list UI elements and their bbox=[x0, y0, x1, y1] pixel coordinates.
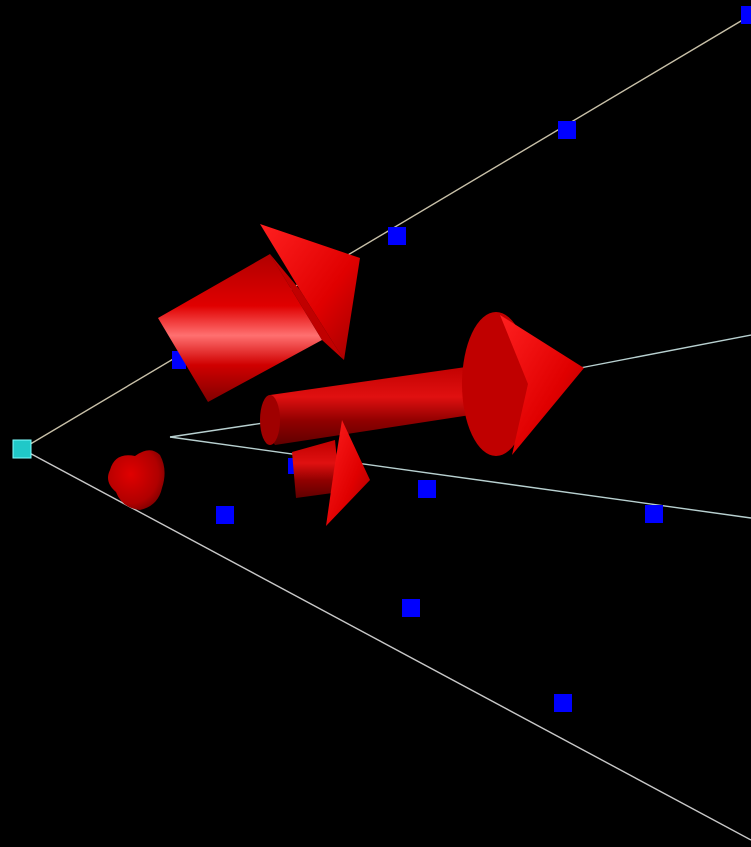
arrow-head bbox=[500, 315, 584, 455]
root-node-icon[interactable] bbox=[12, 439, 32, 459]
node-icon[interactable] bbox=[402, 599, 420, 617]
node-icon[interactable] bbox=[554, 694, 572, 712]
edge-upper-right bbox=[579, 334, 751, 369]
arrow-head-base bbox=[462, 312, 530, 456]
node-icon[interactable] bbox=[216, 506, 234, 524]
edge-bottom bbox=[21, 448, 751, 841]
node-icon[interactable] bbox=[418, 480, 436, 498]
nodes bbox=[12, 6, 751, 712]
node-icon[interactable] bbox=[388, 227, 406, 245]
arrow-blob bbox=[108, 450, 165, 510]
arrow-shaft bbox=[265, 365, 490, 445]
arrow-icon[interactable] bbox=[260, 312, 584, 456]
arrow-shaft bbox=[158, 254, 322, 402]
edge-mid-right bbox=[169, 436, 751, 519]
edge-lines bbox=[21, 14, 751, 841]
arrow-head bbox=[326, 420, 370, 526]
arrow-icon[interactable] bbox=[158, 224, 360, 402]
node-icon[interactable] bbox=[741, 6, 751, 24]
arrow-icon[interactable] bbox=[292, 420, 370, 526]
arrow-shaft bbox=[292, 440, 340, 498]
node-icon[interactable] bbox=[645, 505, 663, 523]
edge-inner-left bbox=[169, 421, 271, 438]
node-icon[interactable] bbox=[558, 121, 576, 139]
arrow-icon[interactable] bbox=[108, 450, 165, 510]
edge-top bbox=[21, 14, 751, 450]
arrow-tail-cap bbox=[260, 395, 280, 445]
arrow-head bbox=[260, 224, 360, 360]
arrow-head-face bbox=[270, 254, 344, 360]
